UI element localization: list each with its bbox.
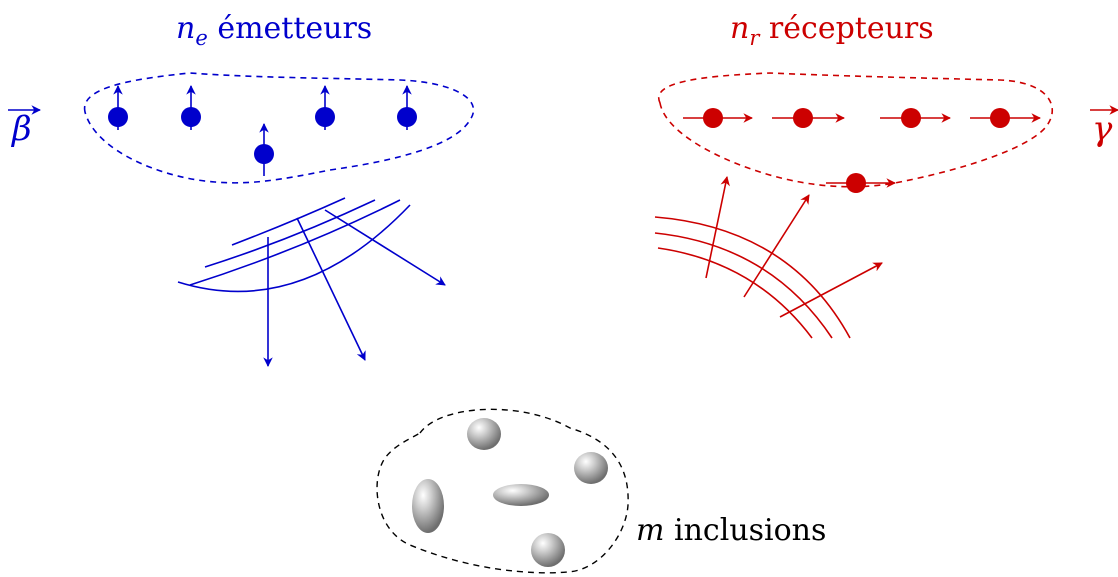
receiver-element bbox=[970, 108, 1040, 128]
emitters-count-sub: e bbox=[195, 26, 207, 50]
receiver-element bbox=[772, 108, 844, 128]
inclusions-title: m inclusions bbox=[636, 516, 826, 546]
emitter-element bbox=[315, 86, 335, 130]
receivers-count-var: n bbox=[730, 11, 749, 46]
inclusion-sphere bbox=[467, 418, 501, 450]
received-rays bbox=[706, 177, 882, 317]
emitters-label: émetteurs bbox=[217, 11, 372, 46]
receiver-element bbox=[826, 173, 895, 193]
emitted-rays bbox=[268, 210, 445, 366]
emitter-element bbox=[181, 86, 201, 130]
receiver-element bbox=[683, 108, 752, 128]
inclusions-label: inclusions bbox=[674, 513, 826, 548]
inclusion-ellipsoid bbox=[412, 479, 444, 533]
receiver-region-outline bbox=[659, 73, 1053, 187]
receivers-count-sub: r bbox=[749, 26, 759, 50]
inclusions-count-var: m bbox=[636, 513, 664, 548]
inclusion-cluster bbox=[377, 409, 628, 572]
inclusion-sphere bbox=[531, 533, 565, 567]
emitters-count-var: n bbox=[176, 11, 195, 46]
emitter-element bbox=[397, 86, 417, 130]
inclusion-ellipsoid bbox=[493, 484, 549, 506]
emitter-element bbox=[254, 124, 274, 176]
emitter-vector-label: β bbox=[12, 112, 32, 146]
inclusion-sphere bbox=[574, 452, 608, 484]
receiver-array bbox=[659, 73, 1053, 193]
emitter-array bbox=[85, 73, 474, 183]
emitters-title: ne émetteurs bbox=[176, 14, 372, 44]
emitted-wavefronts bbox=[178, 198, 410, 291]
emitter-element bbox=[108, 86, 128, 130]
received-wavefronts bbox=[655, 217, 850, 338]
receiver-vector-label: γ bbox=[1092, 112, 1112, 146]
emitter-region-outline bbox=[85, 73, 474, 183]
receivers-label: récepteurs bbox=[769, 11, 934, 46]
receiver-element bbox=[880, 108, 950, 128]
receivers-title: nr récepteurs bbox=[730, 14, 934, 44]
